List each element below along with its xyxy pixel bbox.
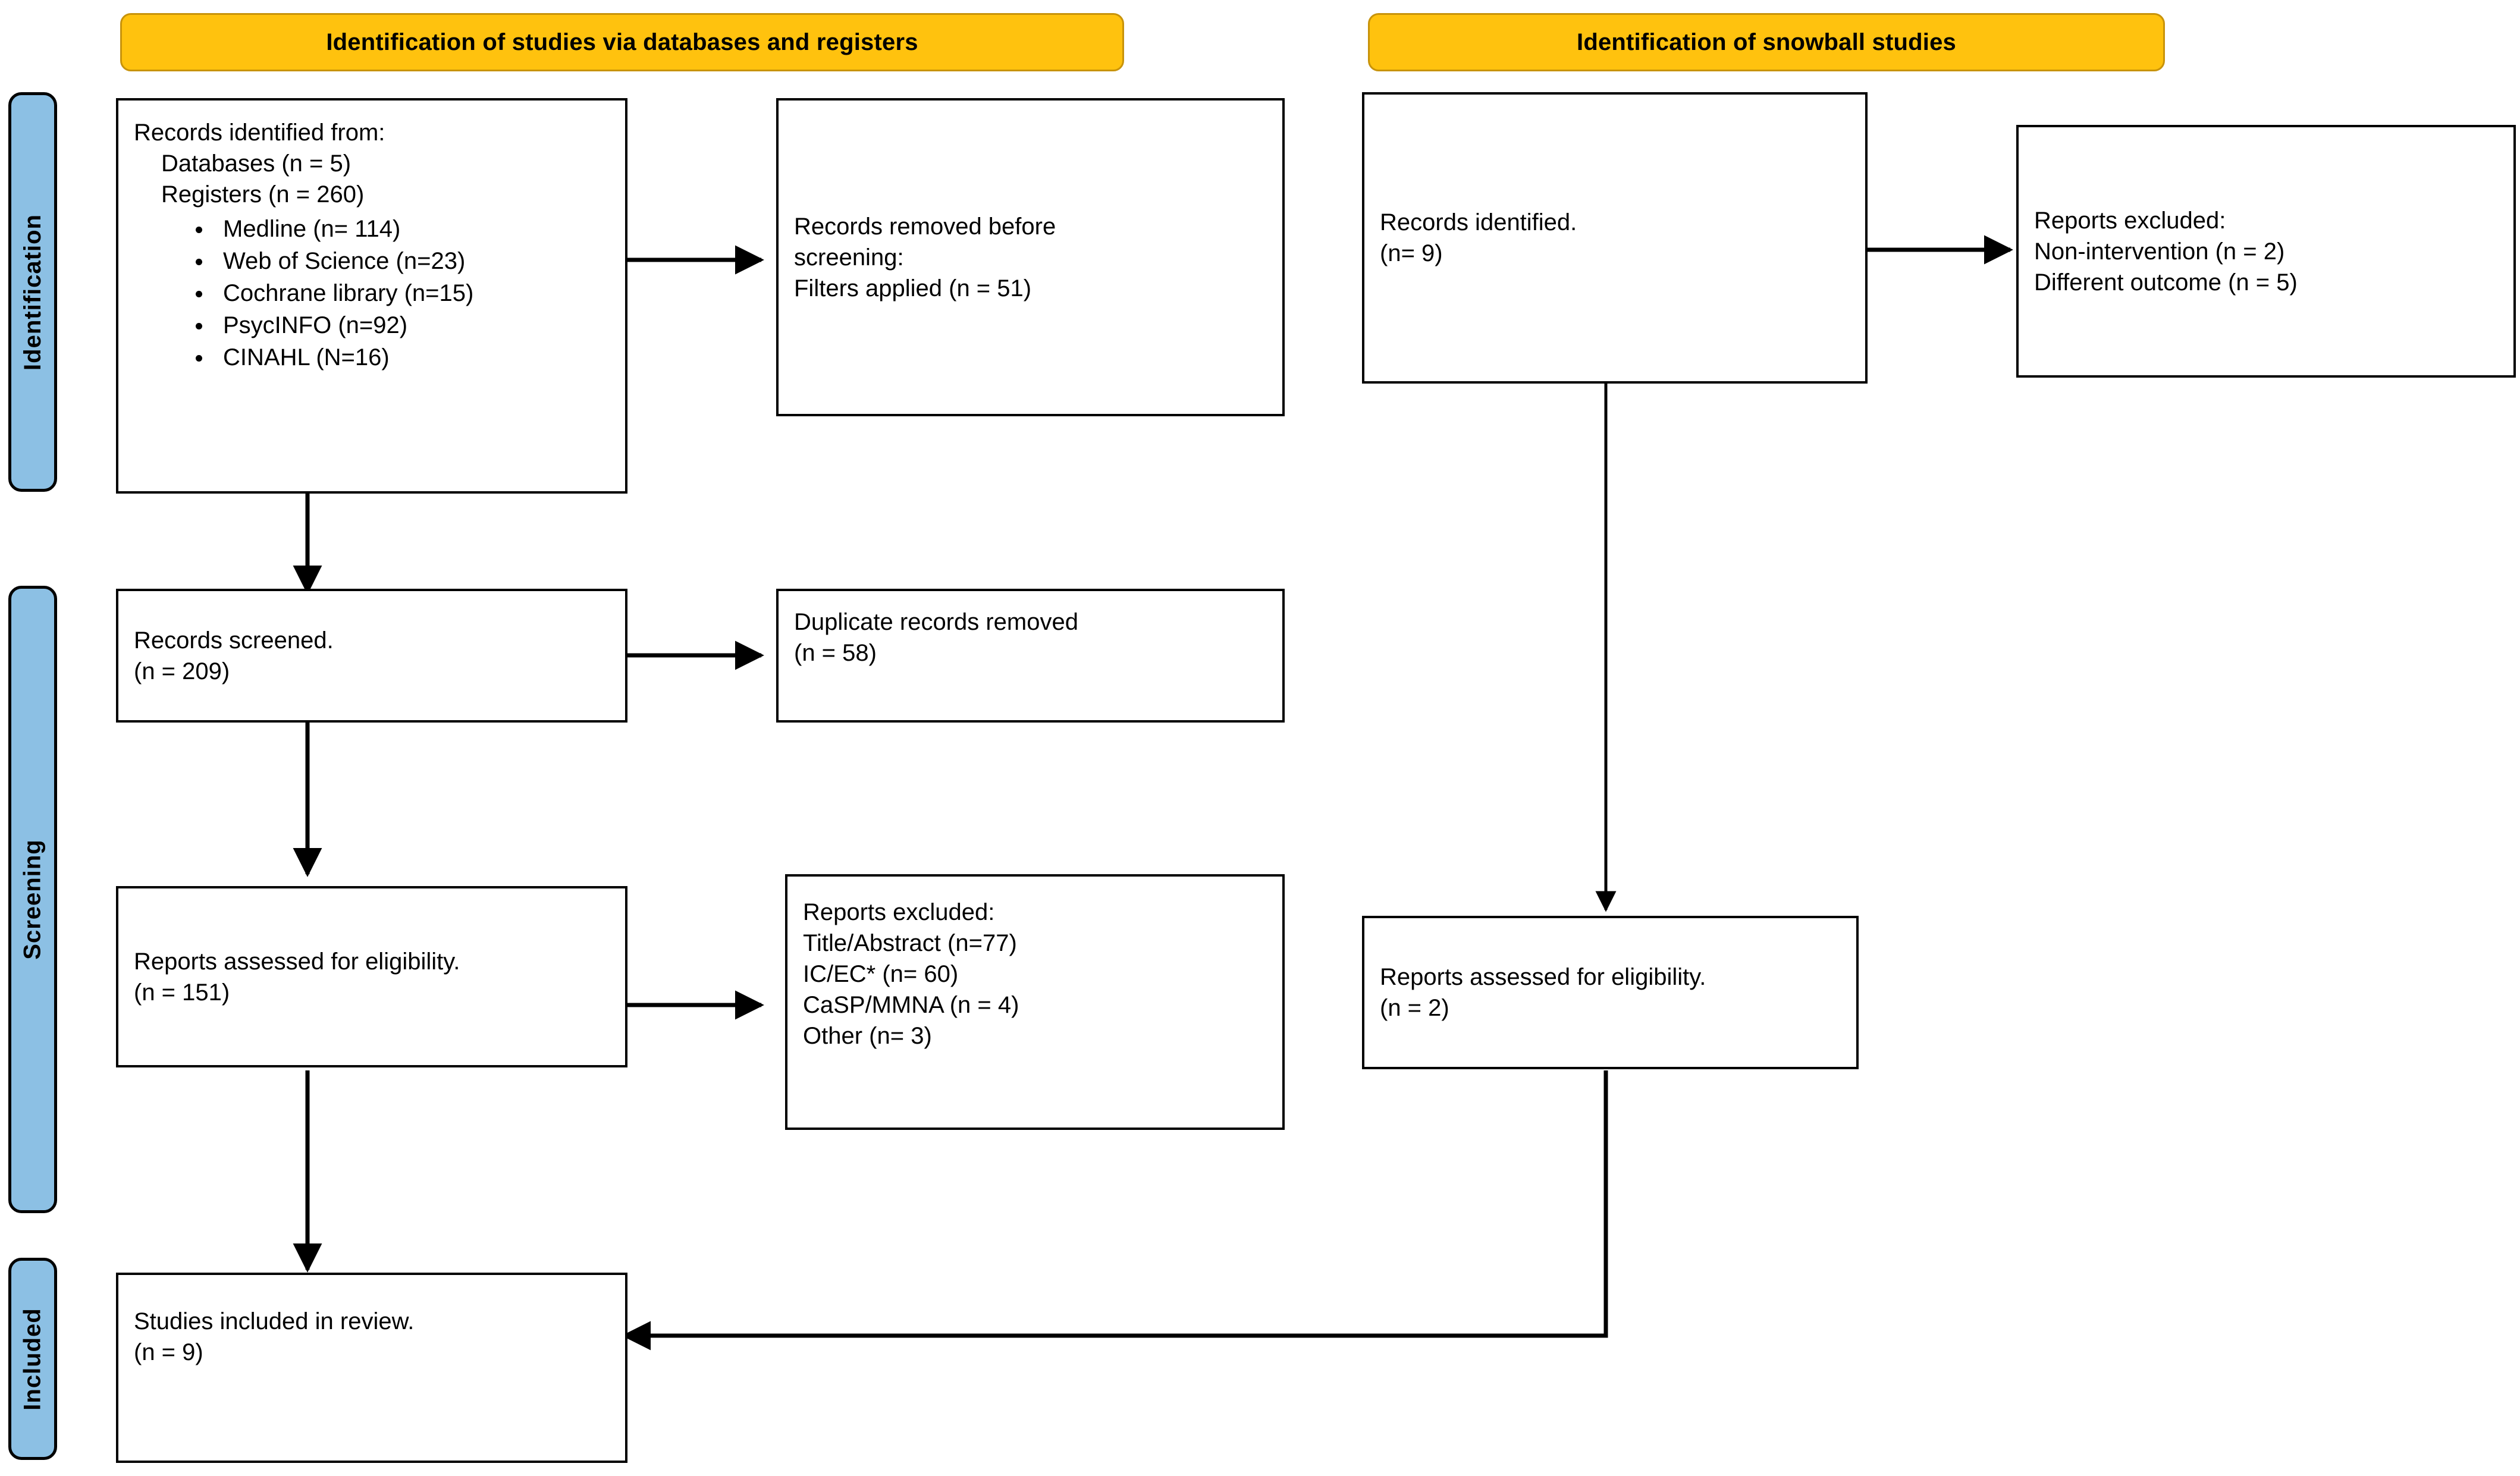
reports-assessed-snowball-line2: (n = 2): [1380, 995, 1449, 1021]
header-snowball-studies-label: Identification of snowball studies: [1577, 29, 1956, 55]
studies-included-line2: (n = 9): [134, 1339, 203, 1365]
box-reports-excluded-databases: Reports excluded: Title/Abstract (n=77) …: [785, 874, 1285, 1130]
stage-label-screening-text: Screening: [19, 839, 46, 960]
reports-assessed-db-line2: (n = 151): [134, 979, 230, 1006]
records-identified-source-list: Medline (n= 114) Web of Science (n=23) C…: [134, 213, 610, 374]
list-item: Cochrane library (n=15): [196, 278, 610, 309]
snowball-excluded-line3: Different outcome (n = 5): [2034, 269, 2298, 296]
box-records-removed: Records removed before screening: Filter…: [776, 98, 1285, 416]
reports-excluded-db-line3: IC/EC* (n= 60): [803, 961, 959, 987]
records-removed-line1: Records removed before: [794, 211, 1267, 242]
box-studies-included: Studies included in review. (n = 9): [116, 1273, 627, 1463]
stage-label-screening: Screening: [8, 586, 57, 1213]
list-item: Web of Science (n=23): [196, 246, 610, 277]
duplicates-removed-line2: (n = 58): [794, 640, 877, 666]
reports-excluded-db-line5: Other (n= 3): [803, 1023, 932, 1049]
records-screened-line2: (n = 209): [134, 658, 230, 684]
header-snowball-studies: Identification of snowball studies: [1368, 13, 2165, 71]
records-identified-line1: Records identified from:: [134, 120, 385, 146]
list-item: PsycINFO (n=92): [196, 310, 610, 341]
stage-label-included: Included: [8, 1258, 57, 1460]
duplicates-removed-line1: Duplicate records removed: [794, 609, 1078, 635]
records-removed-line2-a: screening: [794, 244, 897, 271]
studies-included-line1: Studies included in review.: [134, 1308, 415, 1334]
records-identified-databases: Databases (n = 5): [161, 150, 352, 177]
snowball-identified-line1: Records identified.: [1380, 209, 1577, 235]
snowball-excluded-line2: Non-intervention (n = 2): [2034, 238, 2285, 265]
snowball-excluded-line1: Reports excluded:: [2034, 207, 2226, 234]
list-item: Medline (n= 114): [196, 213, 610, 244]
box-records-screened: Records screened. (n = 209): [116, 589, 627, 723]
box-reports-assessed-snowball: Reports assessed for eligibility. (n = 2…: [1362, 916, 1859, 1069]
box-snowball-records-identified: Records identified. (n= 9): [1362, 92, 1868, 384]
box-reports-assessed-databases: Reports assessed for eligibility. (n = 1…: [116, 886, 627, 1067]
records-identified-registers: Registers (n = 260): [161, 181, 365, 208]
header-databases-registers-label: Identification of studies via databases …: [326, 29, 918, 55]
stage-label-identification: Identification: [8, 92, 57, 492]
records-removed-line3: Filters applied (n = 51): [794, 275, 1032, 302]
reports-excluded-db-line2: Title/Abstract (n=77): [803, 930, 1017, 956]
snowball-identified-line2: (n= 9): [1380, 240, 1443, 266]
records-screened-line1: Records screened.: [134, 627, 334, 654]
reports-assessed-snowball-line1: Reports assessed for eligibility.: [1380, 964, 1706, 990]
records-removed-line1-a: Records removed: [794, 213, 988, 240]
stage-label-identification-text: Identification: [19, 213, 46, 370]
box-records-identified: Records identified from: Databases (n = …: [116, 98, 627, 494]
header-databases-registers: Identification of studies via databases …: [120, 13, 1124, 71]
records-removed-line1-b: before: [988, 213, 1056, 240]
records-removed-line2-b: :: [897, 244, 904, 271]
list-item: CINAHL (N=16): [196, 342, 610, 373]
reports-excluded-db-line1: Reports excluded:: [803, 899, 995, 925]
records-removed-line2: screening:: [794, 242, 1267, 273]
reports-excluded-db-line4: CaSP/MMNA (n = 4): [803, 992, 1019, 1018]
reports-assessed-db-line1: Reports assessed for eligibility.: [134, 948, 460, 975]
box-snowball-reports-excluded: Reports excluded: Non-intervention (n = …: [2016, 125, 2516, 378]
stage-label-included-text: Included: [19, 1307, 46, 1411]
box-duplicates-removed: Duplicate records removed (n = 58): [776, 589, 1285, 723]
